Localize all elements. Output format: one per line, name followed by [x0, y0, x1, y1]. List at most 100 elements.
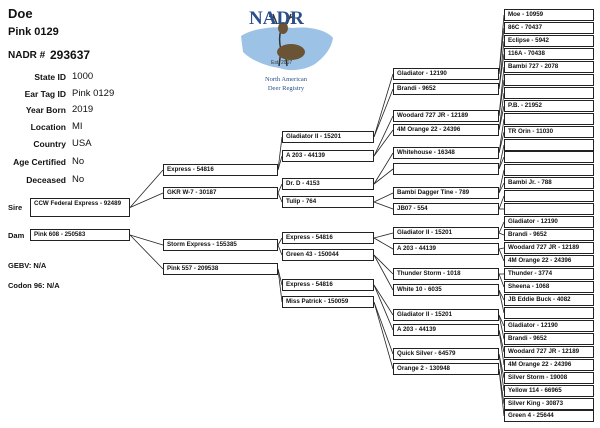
gen3-box[interactable]: Tulip - 764: [282, 196, 374, 208]
gen5-box[interactable]: Sheena - 1068: [504, 280, 594, 293]
codon-label: Codon 96: N/A: [8, 281, 60, 290]
gen5-box[interactable]: [504, 190, 594, 203]
gen4-box[interactable]: Bambi Dagger Tine - 789: [393, 187, 499, 199]
connector-line: [498, 289, 505, 301]
gen4-box[interactable]: Gladiator II - 15201: [393, 309, 499, 321]
connector-line: [129, 234, 164, 270]
gen4-box[interactable]: Whitehouse - 16348: [393, 147, 499, 159]
gen4-box[interactable]: [393, 163, 499, 175]
gen5-box[interactable]: Yellow 114 - 66965: [504, 384, 594, 397]
gen5-box[interactable]: Gladiator - 12190: [504, 319, 594, 332]
connector-line: [498, 195, 505, 210]
gen3-box[interactable]: Green 43 - 150044: [282, 249, 374, 261]
info-label: Country: [33, 139, 66, 149]
gen2-box[interactable]: Express - 54816: [163, 164, 278, 176]
gen5-box[interactable]: [504, 112, 594, 125]
connector-line: [498, 247, 505, 250]
gen4-box[interactable]: A 203 - 44139: [393, 243, 499, 255]
gen5-box[interactable]: Bambi Jr. - 788: [504, 177, 594, 190]
gen3-box[interactable]: Miss Patrick - 150059: [282, 296, 374, 308]
gen3-box[interactable]: Express - 54816: [282, 232, 374, 244]
connector-line: [498, 289, 505, 314]
gen5-box[interactable]: Green 4 - 25644: [504, 410, 594, 423]
gen5-box[interactable]: [504, 306, 594, 319]
gen2-box[interactable]: Pink 557 - 209538: [163, 263, 278, 275]
info-value: No: [72, 156, 85, 167]
gen5-box[interactable]: [504, 73, 594, 86]
logo-line1: North American: [264, 76, 308, 83]
gen3-box[interactable]: Gladiator II - 15201: [282, 131, 374, 143]
gen5-box[interactable]: Moe - 10959: [504, 9, 594, 21]
gen4-box[interactable]: Gladiator - 12190: [393, 68, 499, 80]
dam-label: Dam: [8, 231, 25, 240]
gen4-box[interactable]: White 10 - 6035: [393, 284, 499, 296]
info-value: 2019: [72, 104, 94, 115]
gen4-box[interactable]: Orange 2 - 130948: [393, 363, 499, 375]
gen5-box[interactable]: Brandi - 9652: [504, 332, 594, 345]
connector-line: [277, 192, 283, 203]
nadr-label: NADR #: [8, 50, 46, 61]
dam-box[interactable]: Pink 608 - 250583: [30, 229, 130, 241]
gen5-box[interactable]: Silver Storm - 19008: [504, 371, 594, 384]
gen5-box[interactable]: Eclipse - 5942: [504, 34, 594, 47]
connector-line: [373, 201, 394, 210]
gen5-box[interactable]: TR Orin - 11030: [504, 125, 594, 138]
gen3-box[interactable]: Dr. D - 4153: [282, 178, 374, 190]
gen5-box[interactable]: Woodard 727 JR - 12189: [504, 242, 594, 255]
connector-line: [498, 169, 505, 194]
gen2-box[interactable]: GKR W-7 - 30187: [163, 187, 278, 199]
gen5-box[interactable]: [504, 164, 594, 177]
gen4-box[interactable]: JB07 - 554: [393, 203, 499, 215]
sire-label: Sire: [8, 203, 23, 212]
gen5-box[interactable]: 116A - 70438: [504, 47, 594, 60]
gen4-box[interactable]: Gladiator II - 15201: [393, 227, 499, 239]
gen5-box[interactable]: 4M Orange 22 - 24396: [504, 358, 594, 371]
info-value: USA: [72, 138, 92, 149]
gen5-box[interactable]: JB Eddie Buck - 4082: [504, 293, 594, 306]
connector-line: [373, 237, 394, 250]
gen5-box[interactable]: Woodard 727 JR - 12189: [504, 345, 594, 358]
gen5-box[interactable]: [504, 86, 594, 99]
connector-line: [373, 301, 394, 355]
connector-line: [373, 129, 394, 157]
connector-line: [129, 234, 164, 246]
gen5-box[interactable]: P.B. - 21952: [504, 99, 594, 112]
connector-line: [498, 221, 505, 234]
connector-line: [373, 301, 394, 370]
info-label: Location: [30, 122, 66, 132]
connector-line: [498, 144, 505, 170]
connector-line: [277, 237, 283, 246]
connector-line: [498, 131, 505, 154]
gen4-box[interactable]: Woodard 727 JR - 12189: [393, 110, 499, 122]
connector-line: [277, 268, 283, 303]
gen5-box[interactable]: Brandi - 9652: [504, 229, 594, 242]
connector-line: [373, 73, 394, 138]
gen3-box[interactable]: A 203 - 44139: [282, 150, 374, 162]
connector-line: [498, 79, 505, 117]
gen5-box[interactable]: Bambi 727 - 2078: [504, 60, 594, 73]
info-label: Deceased: [26, 175, 66, 185]
gen5-box[interactable]: 86C - 70437: [504, 21, 594, 34]
gen3-box[interactable]: Express - 54816: [282, 279, 374, 291]
gen5-box[interactable]: Silver King - 30873: [504, 397, 594, 410]
gen2-box[interactable]: Storm Express - 155385: [163, 239, 278, 251]
connector-line: [373, 115, 394, 157]
gen5-box[interactable]: Gladiator - 12190: [504, 216, 594, 229]
gen5-box[interactable]: 4M Orange 22 - 24396: [504, 255, 594, 267]
gen4-box[interactable]: 4M Orange 22 - 24396: [393, 124, 499, 136]
gen5-box[interactable]: [504, 151, 594, 164]
gen5-box[interactable]: [504, 203, 594, 216]
connector-line: [498, 182, 505, 194]
gen4-box[interactable]: Quick Silver - 64579: [393, 348, 499, 360]
doe-label: Doe: [8, 6, 33, 21]
connector-line: [373, 254, 394, 275]
sire-box[interactable]: CCW Federal Express - 92489: [30, 198, 130, 217]
gen5-box[interactable]: [504, 138, 594, 151]
gen4-box[interactable]: Thunder Storm - 1018: [393, 268, 499, 280]
connector-line: [373, 192, 394, 203]
gen4-box[interactable]: A 203 - 44139: [393, 324, 499, 336]
connector-line: [498, 118, 505, 154]
gen4-box[interactable]: Brandi - 9652: [393, 83, 499, 95]
connector-line: [498, 53, 505, 90]
gen5-box[interactable]: Thunder - 3774: [504, 268, 594, 280]
